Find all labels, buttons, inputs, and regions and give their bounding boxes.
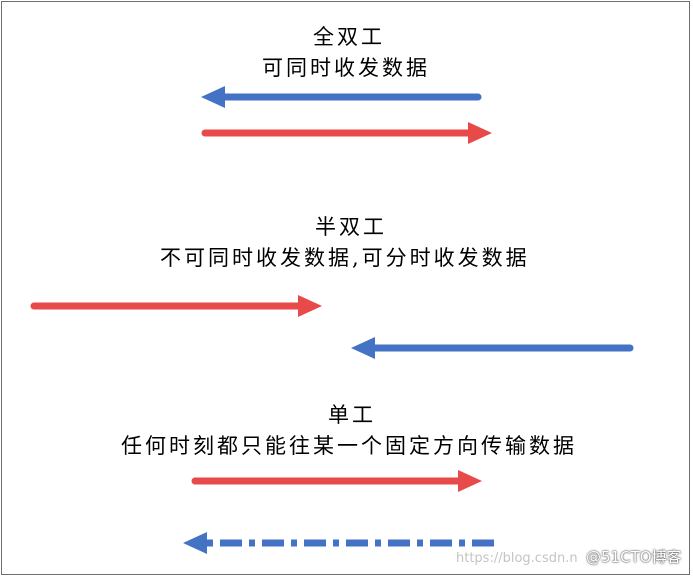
half-duplex-left-arrow bbox=[351, 337, 634, 359]
simplex-right-arrow bbox=[191, 470, 482, 492]
simplex-title: 单工 bbox=[328, 403, 376, 427]
half-duplex-title: 半双工 bbox=[315, 215, 387, 239]
full-duplex-description: 可同时收发数据 bbox=[262, 56, 430, 80]
simplex-dashed-left-arrow bbox=[183, 532, 494, 554]
full-duplex-title: 全双工 bbox=[313, 25, 385, 49]
watermark-brand: @51CTO博客 bbox=[586, 548, 682, 566]
full-duplex-left-arrow bbox=[201, 86, 482, 108]
watermark-url: https://blog.csdn.n bbox=[456, 551, 578, 566]
full-duplex-right-arrow bbox=[201, 122, 492, 144]
simplex-description: 任何时刻都只能往某一个固定方向传输数据 bbox=[121, 434, 577, 458]
half-duplex-description: 不可同时收发数据,可分时收发数据 bbox=[160, 246, 530, 270]
half-duplex-right-arrow bbox=[30, 295, 322, 317]
